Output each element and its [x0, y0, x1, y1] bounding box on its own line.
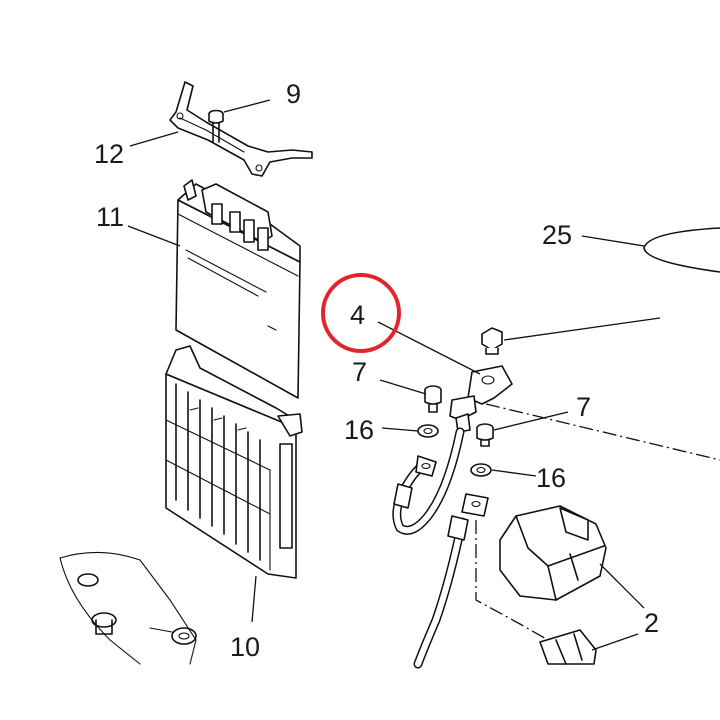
- washer-16a: [417, 424, 439, 438]
- callout-16-left: 16: [344, 415, 374, 445]
- cable-bracket-4: [449, 365, 513, 433]
- bolt: [481, 327, 503, 355]
- bolt-7b: [476, 423, 494, 447]
- highlight-ring: [321, 273, 401, 353]
- callout-4: 4: [350, 300, 365, 330]
- callout-7-left: 7: [352, 357, 367, 387]
- screw-9: [208, 109, 224, 143]
- module-housing-10: [165, 345, 303, 579]
- bracket-plate-12: [169, 81, 313, 177]
- callout-7-right: 7: [576, 392, 591, 422]
- callout-11: 11: [96, 202, 124, 232]
- assembly-lines: [475, 403, 720, 641]
- leader-lines: [127, 99, 661, 651]
- bolt-7a: [424, 385, 442, 413]
- terminal-bottom: [539, 629, 597, 665]
- washer-16b: [470, 463, 492, 477]
- component-25: [643, 227, 720, 273]
- callout-25: 25: [542, 220, 572, 250]
- callout-10: 10: [230, 632, 260, 662]
- cable-right: [413, 493, 489, 669]
- control-module-11: [175, 179, 301, 399]
- callout-9: 9: [286, 79, 301, 109]
- callout-2: 2: [644, 608, 659, 638]
- partial-part-lower-left: [59, 551, 197, 665]
- cable-left: [392, 427, 465, 535]
- callout-16-right: 16: [536, 463, 566, 493]
- callout-12: 12: [94, 139, 124, 169]
- terminal-cover-2: [499, 505, 607, 601]
